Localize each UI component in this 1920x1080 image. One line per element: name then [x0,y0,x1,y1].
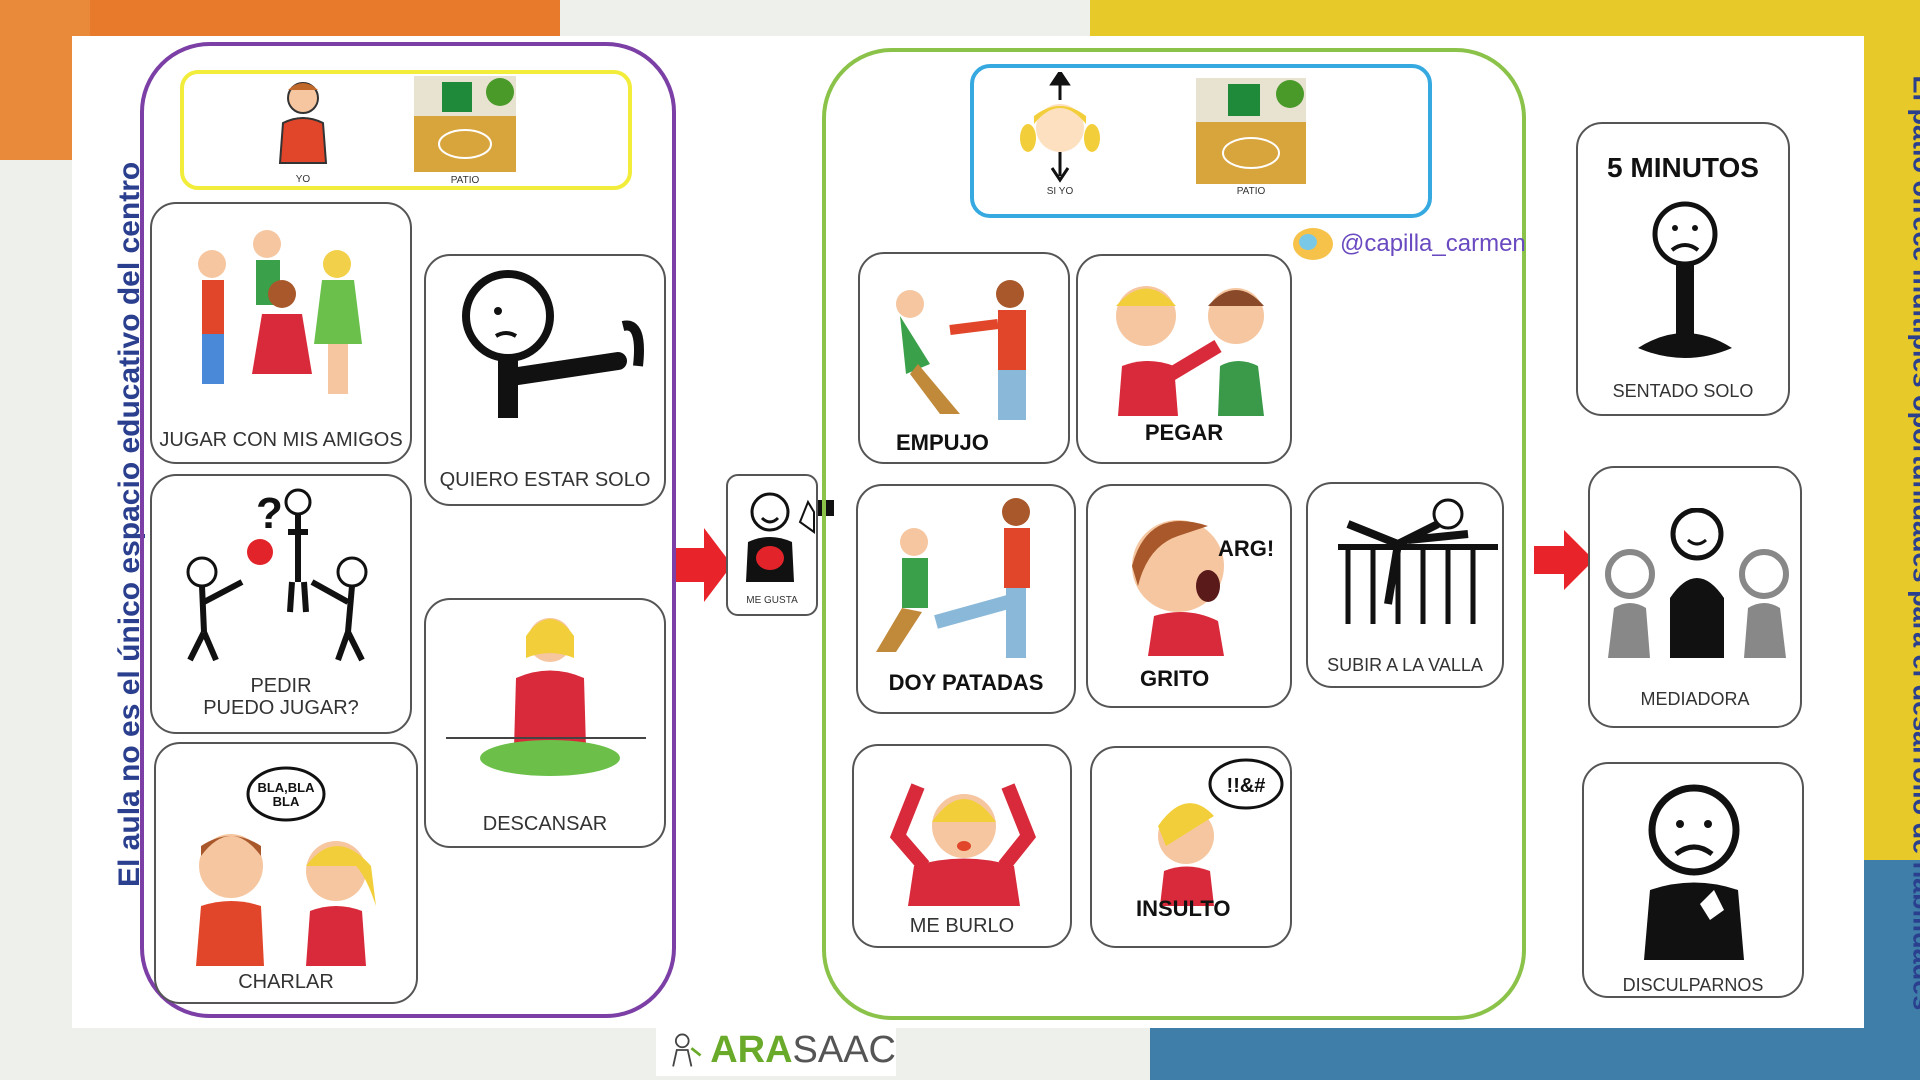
arasaac-ara-text: ARA [710,1028,793,1071]
mocking-icon [889,783,1037,906]
two-people-talking-icon: BLA,BLA BLA [196,766,376,966]
asking-to-play-icon: ? [186,488,368,662]
girl-resting-icon [446,618,646,776]
right-side-text: El patio ofrece múltiples oportunidades … [1907,75,1920,1011]
card-jugar-con-mis-amigos: JUGAR CON MIS AMIGOS [150,202,412,464]
pedir-label: PEDIR [250,675,312,697]
jugar-label: JUGAR CON MIS AMIGOS [159,429,403,451]
background-yellow-paper-right [1860,0,1920,860]
brain-logo-icon [1293,228,1333,260]
climbing-fence-icon [1338,498,1498,624]
card-pedir-puedo-jugar: ? PEDIR PUEDO JUGAR? [150,474,412,734]
right-header-box [970,64,1432,218]
card-charlar: BLA,BLA BLA CHARLAR [154,742,418,1004]
sentado-label: SENTADO SOLO [1612,381,1754,401]
sad-sitting-icon [1638,201,1732,358]
arasaac-logo: ARA SAAC [656,1024,896,1076]
patio-label: PATIO [450,175,480,186]
hitting-icon [1116,286,1264,416]
boy-icon [278,82,328,164]
apologizing-icon [1644,784,1744,960]
burlo-label: ME BURLO [909,915,1015,937]
card-doy-patadas: DOY PATADAS [856,484,1076,714]
disculparnos-label: DISCULPARNOS [1622,975,1764,995]
symbols-text: !!&# [1227,775,1266,797]
me-gusta-icon [746,492,815,582]
pushing-icon [896,280,1026,420]
right-group-frame [822,48,1526,1020]
quiero-label: QUIERO ESTAR SOLO [439,469,651,491]
kicking-icon [876,498,1030,658]
background-blue-paper [1150,1020,1920,1080]
empujo-label: EMPUJO [896,430,989,455]
yo-label: YO [295,174,311,185]
card-subir-a-la-valla: SUBIR A LA VALLA [1306,482,1504,688]
capilla-carmen-handle: @capilla_carmen [1290,224,1526,264]
card-pegar: PEGAR [1076,254,1292,464]
left-header-box [180,70,632,190]
children-playing-icon [198,230,362,394]
card-insulto: !!&# INSULTO [1090,746,1292,948]
svg-text:?: ? [256,489,283,538]
card-grito: ARG! GRITO [1086,484,1292,708]
valla-label: SUBIR A LA VALLA [1327,655,1483,675]
si-yo-label: SI YO [1046,186,1074,197]
card-me-gusta: ME GUSTA [726,474,818,616]
handle-text: @capilla_carmen [1340,230,1526,257]
charlar-label: CHARLAR [238,971,334,993]
insulto-label: INSULTO [1136,896,1231,921]
red-arrow-1 [676,528,732,602]
card-empujo: EMPUJO [858,252,1070,464]
puedo-jugar-label: PUEDO JUGAR? [203,697,359,719]
descansar-label: DESCANSAR [482,813,608,835]
girl-up-down-icon [1020,72,1100,183]
playground-icon-2 [1196,78,1306,184]
stop-gesture-icon [462,270,644,418]
patio-label-2: PATIO [1236,186,1266,197]
card-me-burlo: ME BURLO [852,744,1072,948]
mediadora-label: MEDIADORA [1640,689,1750,709]
minutos-label: 5 MINUTOS [1607,152,1759,183]
arasaac-figure-icon [672,1033,702,1067]
insulting-icon: !!&# [1158,758,1284,906]
grito-label: GRITO [1140,666,1210,691]
left-group-frame [140,42,676,1018]
card-descansar: DESCANSAR [424,598,666,848]
playground-icon [414,76,516,172]
card-mediadora: MEDIADORA [1588,466,1802,728]
background-yellow-paper [1090,0,1920,38]
card-disculparnos: DISCULPARNOS [1582,762,1804,998]
background-blue-paper-right [1860,860,1920,1080]
me-gusta-label: ME GUSTA [746,595,798,606]
pegar-label: PEGAR [1144,420,1224,445]
arasaac-saac-text: SAAC [792,1028,896,1071]
bla2-text: BLA [273,794,300,809]
shouting-icon: ARG! [1132,520,1274,656]
card-5-minutos: 5 MINUTOS SENTADO SOLO [1576,122,1790,416]
bla-text: BLA,BLA [257,780,315,795]
mediator-icon [1605,508,1789,658]
card-quiero-estar-solo: QUIERO ESTAR SOLO [424,254,666,506]
red-arrow-2 [1534,530,1594,590]
arg-text: ARG! [1218,536,1274,561]
patadas-label: DOY PATADAS [888,670,1044,695]
